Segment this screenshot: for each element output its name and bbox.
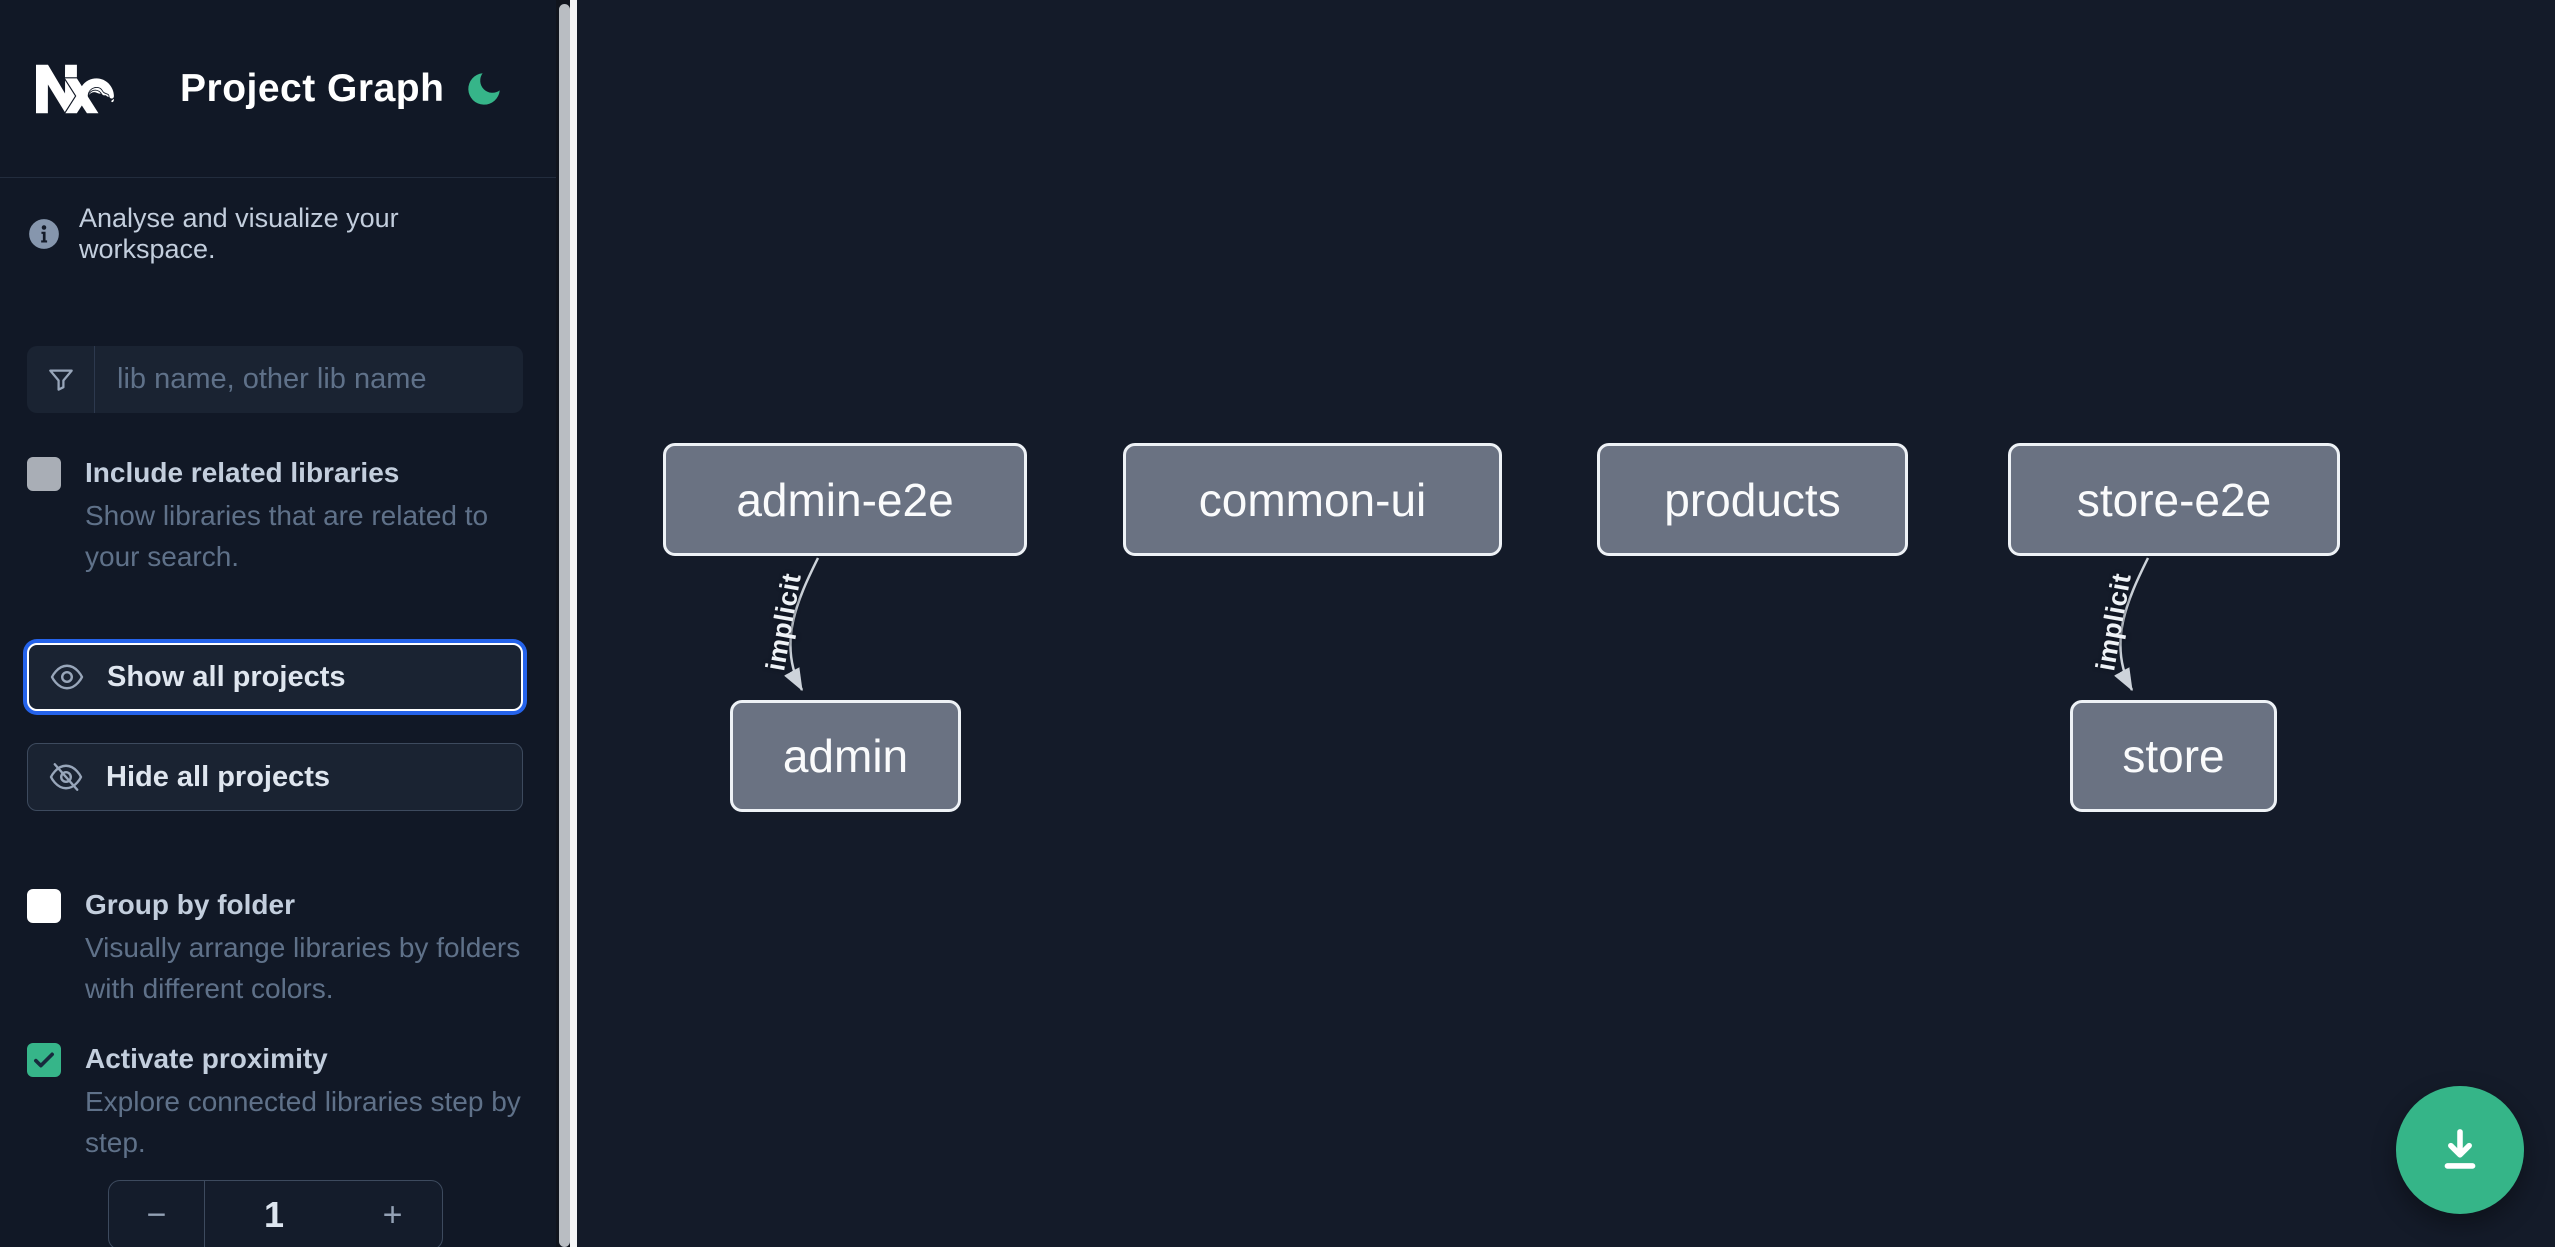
filter-icon-cell bbox=[27, 346, 95, 413]
edge-store-e2e-store bbox=[2114, 557, 2150, 692]
graph-canvas[interactable]: implicit implicit admin-e2e common-ui pr… bbox=[577, 0, 2555, 1247]
include-related-description: Show libraries that are related to your … bbox=[85, 500, 489, 572]
include-related-label: Include related libraries bbox=[85, 457, 400, 488]
nx-logo-icon bbox=[36, 64, 115, 113]
activate-proximity-checkbox[interactable] bbox=[27, 1043, 61, 1077]
page-title: Project Graph bbox=[180, 66, 445, 110]
eye-icon bbox=[50, 664, 84, 690]
edge-admin-e2e-admin bbox=[784, 557, 820, 692]
group-by-folder-row: Group by folder Visually arrange librari… bbox=[27, 885, 529, 1009]
download-graph-button[interactable] bbox=[2396, 1086, 2524, 1214]
moon-icon bbox=[468, 72, 500, 105]
info-text: Analyse and visualize your workspace. bbox=[79, 203, 399, 264]
graph-node-admin-e2e[interactable]: admin-e2e bbox=[663, 443, 1027, 556]
info-row: Analyse and visualize your workspace. bbox=[27, 203, 529, 265]
scrollbar-track bbox=[570, 0, 577, 1247]
checkmark-icon bbox=[34, 1052, 54, 1068]
group-by-folder-checkbox[interactable] bbox=[27, 889, 61, 923]
sidebar-header: Project Graph bbox=[0, 0, 556, 178]
graph-node-store[interactable]: store bbox=[2070, 700, 2277, 812]
graph-node-common-ui[interactable]: common-ui bbox=[1123, 443, 1502, 556]
scrollbar-thumb[interactable] bbox=[559, 4, 570, 1247]
search-filter-box bbox=[27, 346, 523, 413]
graph-node-admin[interactable]: admin bbox=[730, 700, 961, 812]
show-all-projects-label: Show all projects bbox=[107, 660, 346, 693]
proximity-increment-button[interactable]: + bbox=[343, 1181, 442, 1247]
proximity-decrement-button[interactable]: − bbox=[109, 1181, 204, 1247]
info-icon bbox=[29, 219, 59, 249]
show-all-projects-button[interactable]: Show all projects bbox=[27, 643, 523, 711]
proximity-stepper: − 1 + bbox=[108, 1180, 443, 1247]
group-by-folder-description: Visually arrange libraries by folders wi… bbox=[85, 932, 521, 1004]
graph-node-products[interactable]: products bbox=[1597, 443, 1908, 556]
hide-all-projects-label: Hide all projects bbox=[106, 760, 331, 793]
search-input[interactable] bbox=[95, 346, 523, 413]
graph-node-store-e2e[interactable]: store-e2e bbox=[2008, 443, 2340, 556]
graph-edges bbox=[784, 557, 2150, 692]
group-by-folder-label: Group by folder bbox=[85, 889, 295, 920]
hide-all-projects-button[interactable]: Hide all projects bbox=[27, 743, 523, 811]
sidebar: Project Graph Analyse and visualize your… bbox=[0, 0, 556, 1247]
eye-off-icon bbox=[49, 763, 83, 791]
include-related-row: Include related libraries Show libraries… bbox=[27, 453, 529, 577]
sidebar-scrollbar bbox=[556, 0, 577, 1247]
filter-icon bbox=[48, 369, 73, 391]
theme-toggle-button[interactable] bbox=[462, 67, 506, 111]
include-related-checkbox[interactable] bbox=[27, 457, 61, 491]
proximity-value[interactable]: 1 bbox=[204, 1181, 343, 1247]
activate-proximity-description: Explore connected libraries step by step… bbox=[85, 1086, 521, 1158]
download-icon bbox=[2444, 1129, 2476, 1169]
activate-proximity-row: Activate proximity Explore connected lib… bbox=[27, 1039, 529, 1163]
activate-proximity-label: Activate proximity bbox=[85, 1043, 328, 1074]
